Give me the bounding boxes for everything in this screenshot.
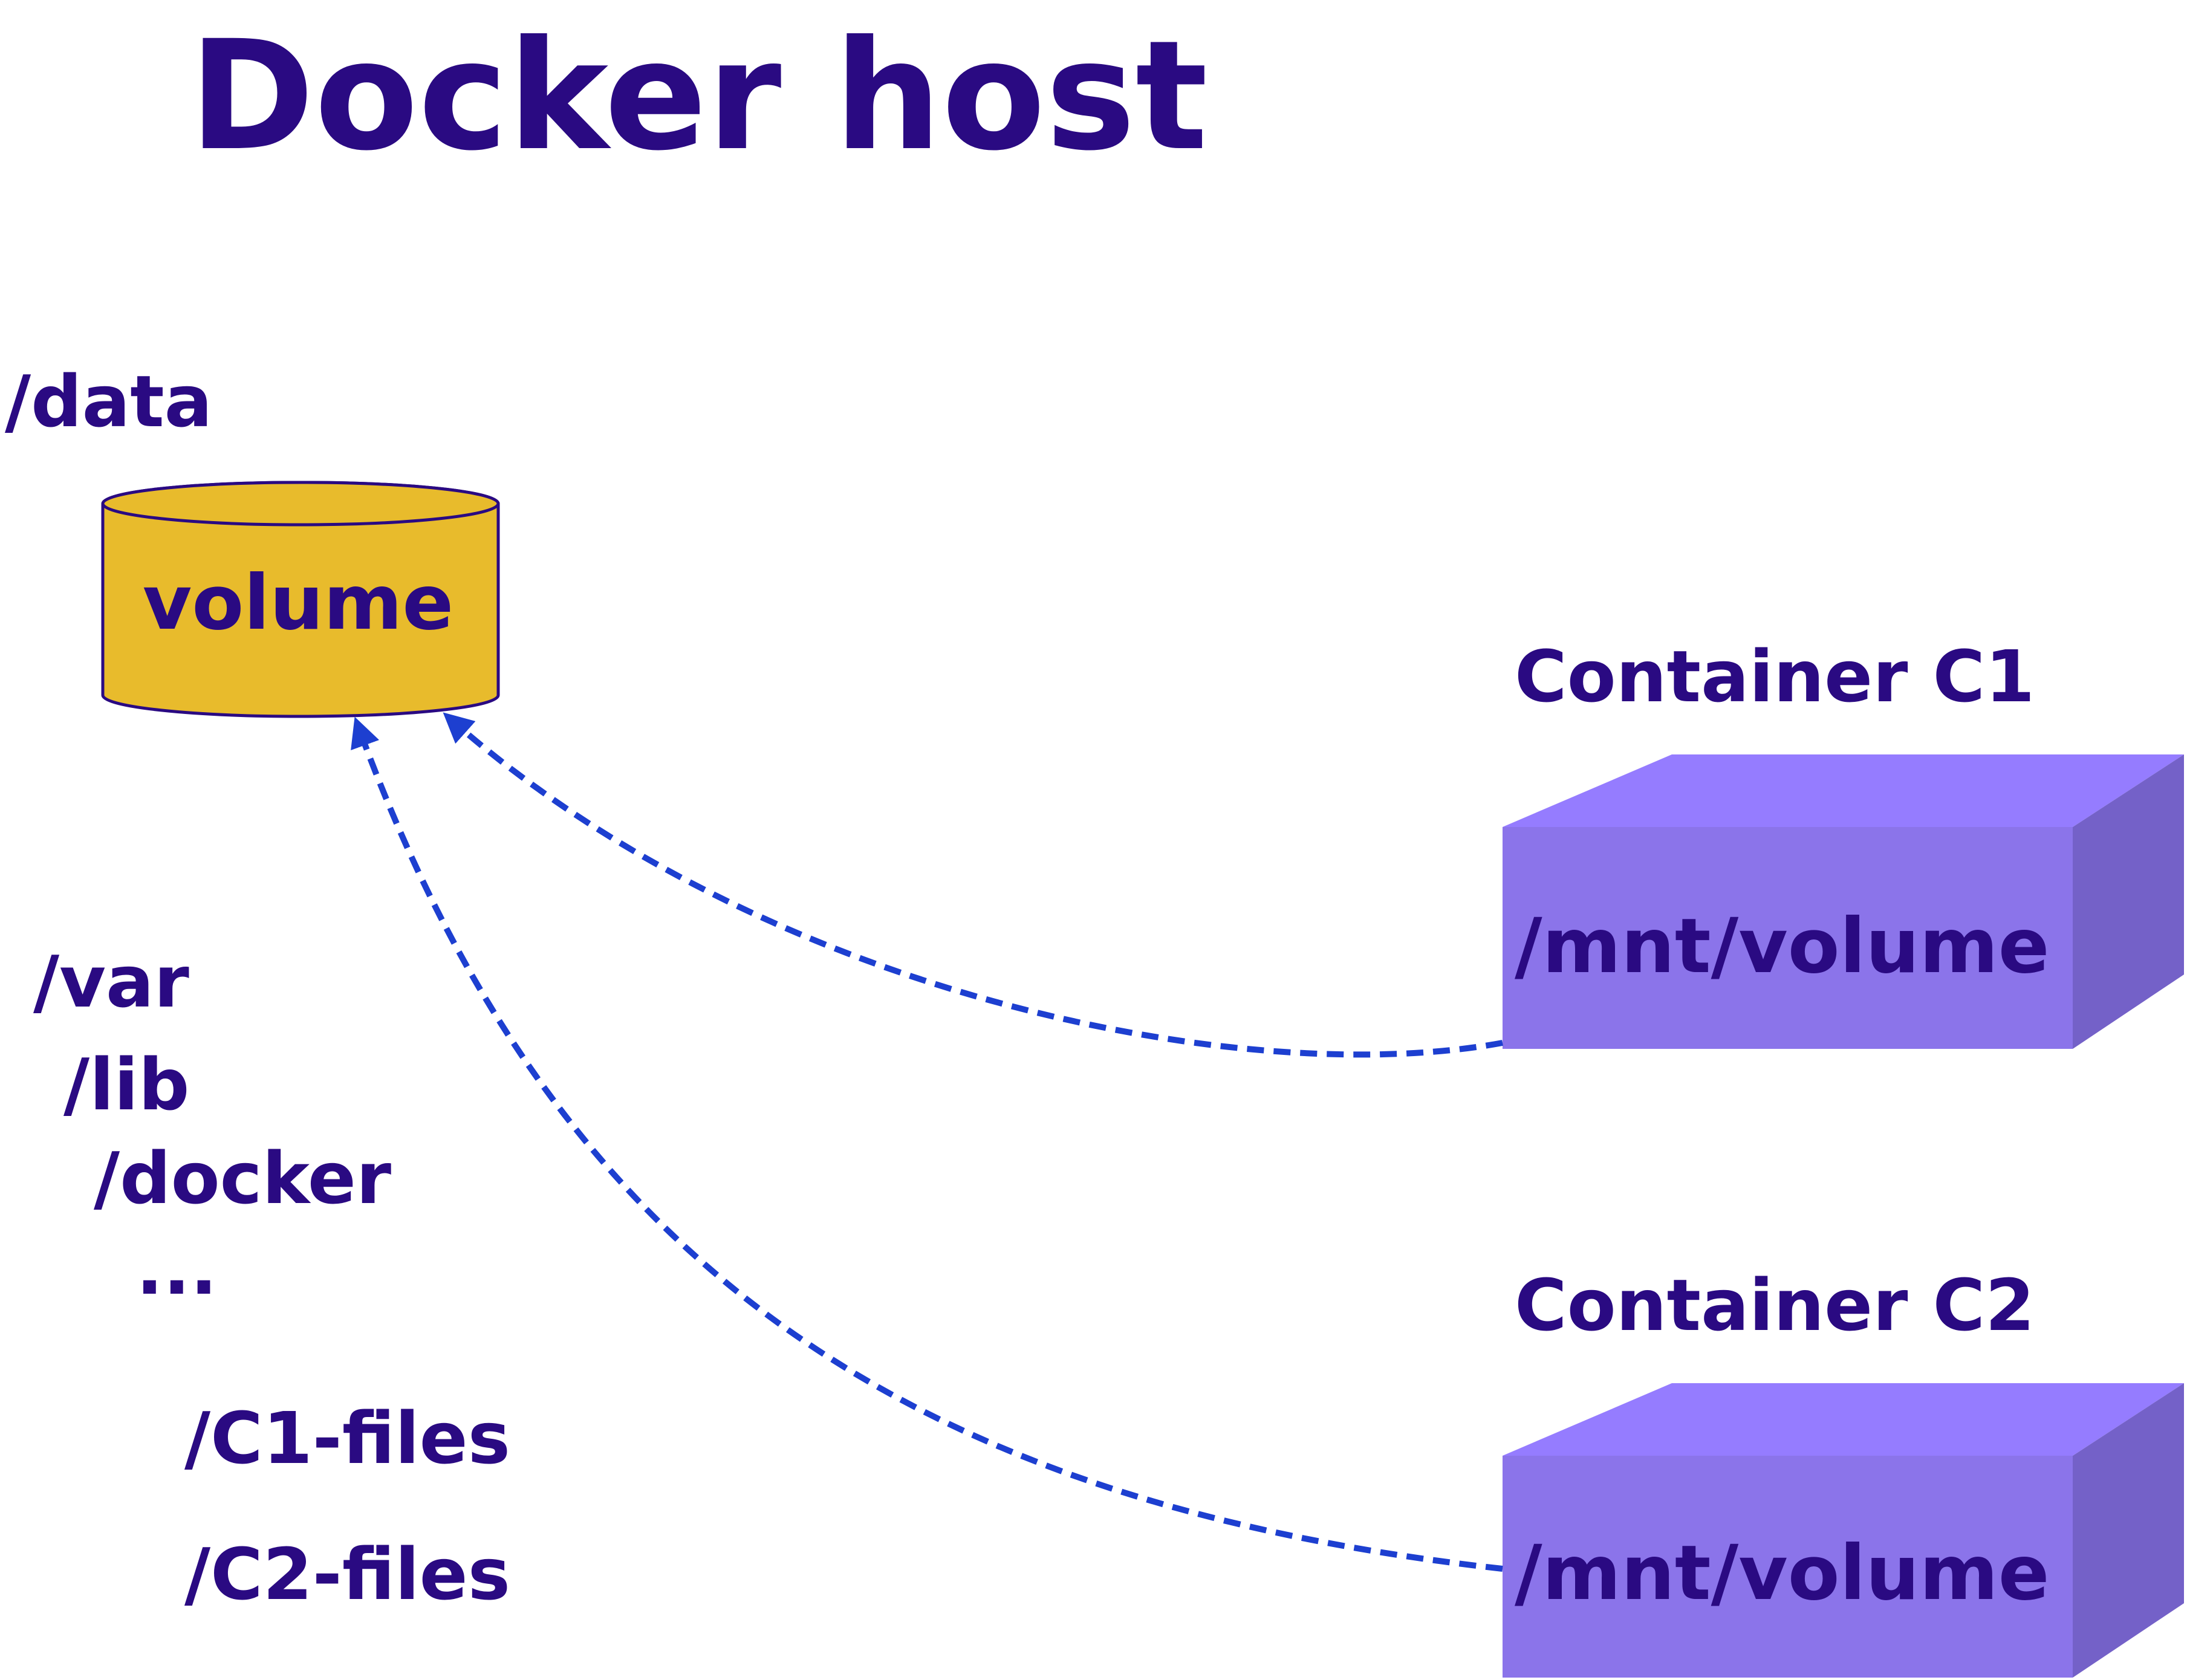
- path-docker: /docker: [94, 1137, 391, 1220]
- mount-arrow-c1: [443, 712, 1503, 1058]
- container-c1-box-side: [2073, 754, 2184, 1049]
- path-var: /var: [33, 940, 189, 1023]
- volume-mount-label: /data: [5, 360, 212, 443]
- container-c2-box: /mnt/volume: [1503, 1383, 2184, 1678]
- volume-label: volume: [143, 559, 453, 647]
- host-path-tree: /var /lib /docker ... /C1-files /C2-file…: [33, 940, 510, 1616]
- path-c1-files: /C1-files: [184, 1396, 510, 1480]
- container-c1-box-front: [1503, 827, 2073, 1049]
- path-c2-files: /C2-files: [184, 1532, 510, 1616]
- container-c2-box-top: [1503, 1383, 2184, 1456]
- container-c2-mount: /mnt/volume: [1515, 1529, 2050, 1617]
- container-c2-box-front: [1503, 1456, 2073, 1678]
- volume-cylinder-top: [101, 481, 500, 527]
- container-c2-box-side: [2073, 1383, 2184, 1678]
- path-ellipsis: ...: [136, 1227, 217, 1311]
- container-c1-mount: /mnt/volume: [1515, 903, 2050, 990]
- container-c1-title: Container C1: [1515, 635, 2035, 718]
- mount-arrow-c2: [351, 716, 1503, 1572]
- path-lib: /lib: [63, 1043, 189, 1126]
- volume-cylinder: volume: [101, 481, 500, 718]
- container-c2-title: Container C2: [1515, 1263, 2035, 1347]
- container-c1-box-top: [1503, 754, 2184, 827]
- page-title: Docker host: [189, 8, 1208, 184]
- container-c1-box: /mnt/volume: [1503, 754, 2184, 1049]
